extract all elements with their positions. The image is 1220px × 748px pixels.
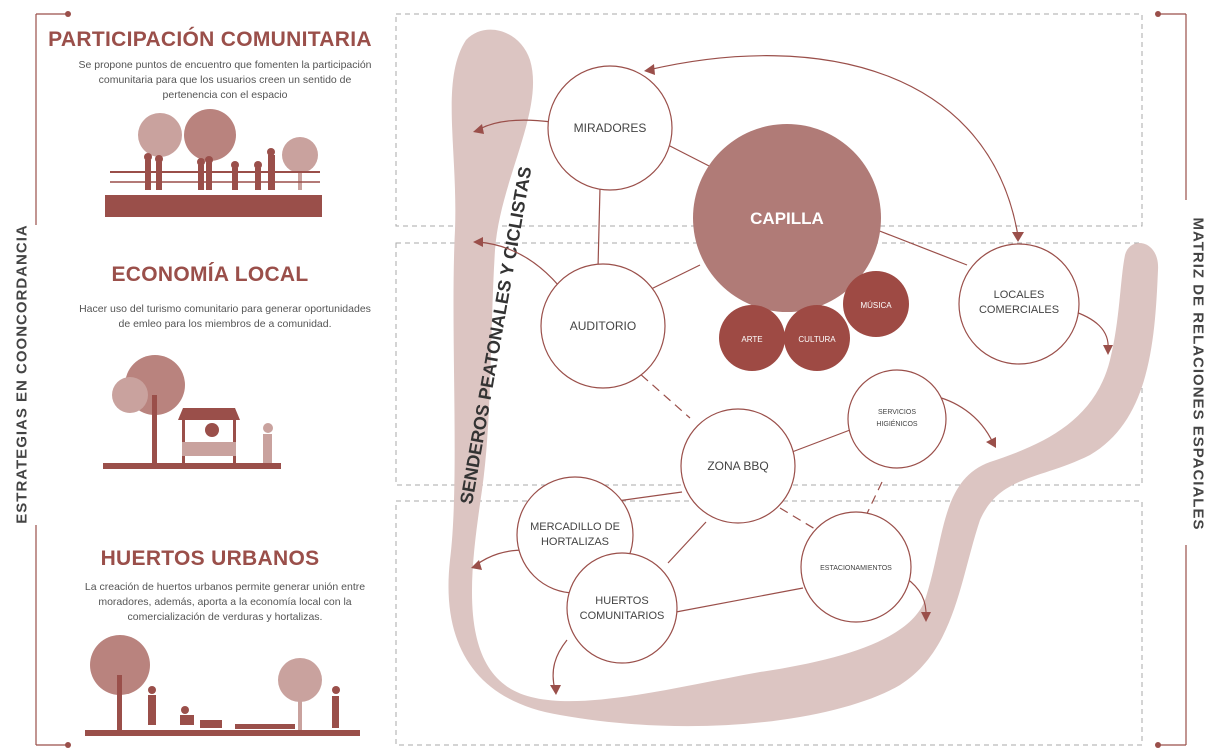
arrow-huertos-out xyxy=(552,639,568,691)
arrow-miradores-locales xyxy=(647,55,1019,237)
node-huertos[interactable]: HUERTOS COMUNITARIOS xyxy=(566,552,678,664)
right-frame xyxy=(1158,13,1187,746)
node-mercadillo-label-2: HORTALIZAS xyxy=(541,536,609,548)
node-cultura[interactable]: CULTURA xyxy=(784,305,850,371)
illustration-huertos xyxy=(85,635,360,736)
node-arte-label: ARTE xyxy=(741,335,762,344)
line-capilla-locales xyxy=(876,229,968,266)
section-desc-participacion: Se propone puntos de encuentro que fomen… xyxy=(78,59,372,101)
pedestrian-path xyxy=(448,29,1159,727)
node-arte[interactable]: ARTE xyxy=(719,305,785,371)
illustration-economia xyxy=(103,355,281,469)
node-huertos-label-1: HUERTOS xyxy=(595,595,648,607)
node-auditorio[interactable]: AUDITORIO xyxy=(540,263,666,389)
node-miradores-label: MIRADORES xyxy=(574,121,647,135)
node-zona-bbq-label: ZONA BBQ xyxy=(707,459,768,473)
node-estacionamientos[interactable]: ESTACIONAMIENTOS xyxy=(800,511,912,623)
node-cultura-label: CULTURA xyxy=(798,335,836,344)
node-locales-label-1: LOCALES xyxy=(994,289,1045,301)
node-capilla-label: CAPILLA xyxy=(750,209,824,228)
section-title-participacion: PARTICIPACIÓN COMUNITARIA xyxy=(48,28,372,51)
line-miradores-capilla xyxy=(667,144,714,169)
node-musica-label: MÚSICA xyxy=(860,301,892,310)
line-huertos-estacionamientos xyxy=(675,587,804,613)
node-musica[interactable]: MÚSICA xyxy=(843,271,909,337)
arrow-heads xyxy=(471,64,1113,695)
node-estacionamientos-label: ESTACIONAMIENTOS xyxy=(820,565,892,572)
arrow-mercadillo-out xyxy=(475,549,526,566)
section-desc-economia: Hacer uso del turismo comunitario para g… xyxy=(79,303,371,330)
line-bbq-servicios xyxy=(791,429,851,453)
node-locales[interactable]: LOCALES COMERCIALES xyxy=(958,243,1080,365)
node-auditorio-label: AUDITORIO xyxy=(570,319,636,333)
dash-auditorio-bbq xyxy=(629,364,691,419)
illustration-participacion xyxy=(105,109,322,217)
left-frame xyxy=(35,13,68,746)
section-desc-huertos: La creación de huertos urbanos permite g… xyxy=(84,581,366,623)
node-zona-bbq[interactable]: ZONA BBQ xyxy=(680,408,796,524)
section-title-economia: ECONOMÍA LOCAL xyxy=(111,263,309,286)
node-servicios-label-1: SERVICIOS xyxy=(878,409,916,416)
node-mercadillo-label-1: MERCADILLO DE xyxy=(530,521,620,533)
node-huertos-label-2: COMUNITARIOS xyxy=(580,610,665,622)
node-capilla[interactable]: CAPILLA xyxy=(693,124,881,312)
section-title-huertos: HUERTOS URBANOS xyxy=(100,547,320,570)
line-bbq-huertos xyxy=(667,521,707,564)
node-miradores[interactable]: MIRADORES xyxy=(547,65,673,191)
line-miradores-auditorio xyxy=(597,187,601,269)
arrow-miradores-out xyxy=(477,119,553,131)
node-servicios[interactable]: SERVICIOS HIGIÉNICOS xyxy=(847,369,947,469)
node-locales-label-2: COMERCIALES xyxy=(979,304,1059,316)
node-servicios-label-2: HIGIÉNICOS xyxy=(876,419,918,428)
dash-bbq-estacionamientos xyxy=(779,507,821,533)
